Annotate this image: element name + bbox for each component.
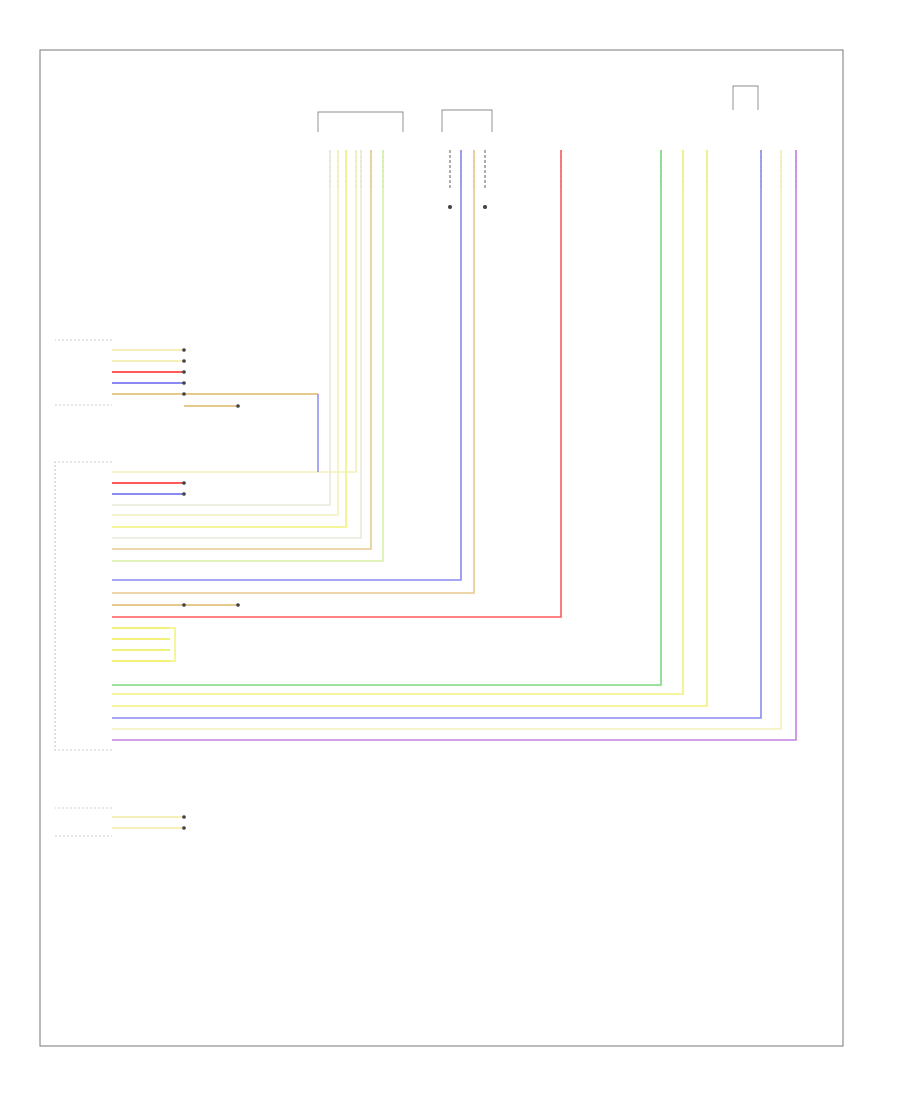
steering-module-outline <box>55 339 112 406</box>
ecm-to-brake-wire <box>112 150 462 581</box>
diagram-frame <box>39 49 844 1047</box>
ecm-to-throttle-yellow2 <box>112 150 708 707</box>
ground-dot <box>483 205 487 209</box>
ecm-to-cluster-wire <box>112 150 362 539</box>
splice-dot <box>182 348 186 352</box>
brake-light-switch-bracket <box>441 109 493 132</box>
ecm-to-throttle-green <box>112 150 662 686</box>
splice-dot <box>182 815 186 819</box>
ecm-to-throttle-violet <box>112 150 797 741</box>
ecm-to-throttle-yellow3 <box>112 150 782 730</box>
splice-dot <box>182 381 186 385</box>
ground-dot <box>448 205 452 209</box>
splice-dot <box>182 370 186 374</box>
throttle-internal-bracket <box>732 85 759 110</box>
splice-dot <box>182 826 186 830</box>
ecm-to-cluster-wire <box>112 150 372 550</box>
instrument-cluster-bracket <box>317 111 404 132</box>
splice-dot <box>182 392 186 396</box>
ecm-lower-outline <box>55 807 112 837</box>
splice-dot <box>182 359 186 363</box>
splice-dot <box>236 603 240 607</box>
ecm-to-brake-wire <box>112 150 475 594</box>
splice-dot <box>182 492 186 496</box>
wire-group <box>112 150 797 741</box>
connector-pins <box>329 150 797 188</box>
splice-dot <box>236 404 240 408</box>
ecm-to-cluster-wire <box>112 150 384 562</box>
ecm-to-cluster-wire <box>112 150 347 528</box>
steering-module-wires <box>112 348 319 472</box>
ecm-to-throttle-blue <box>112 150 762 719</box>
splice-dot <box>182 603 186 607</box>
ecm-short-wires <box>112 481 240 662</box>
ecm-to-cluster-wire <box>112 150 357 473</box>
ecm-outline <box>54 461 112 751</box>
ecm-to-clutch-red <box>112 150 562 618</box>
ecm-lower-wires <box>112 815 186 830</box>
ecm-to-cluster-wire <box>112 150 331 506</box>
ecm-to-throttle-yellow1 <box>112 150 684 695</box>
splice-dot <box>182 481 186 485</box>
ecm-to-cluster-wire <box>112 150 339 516</box>
